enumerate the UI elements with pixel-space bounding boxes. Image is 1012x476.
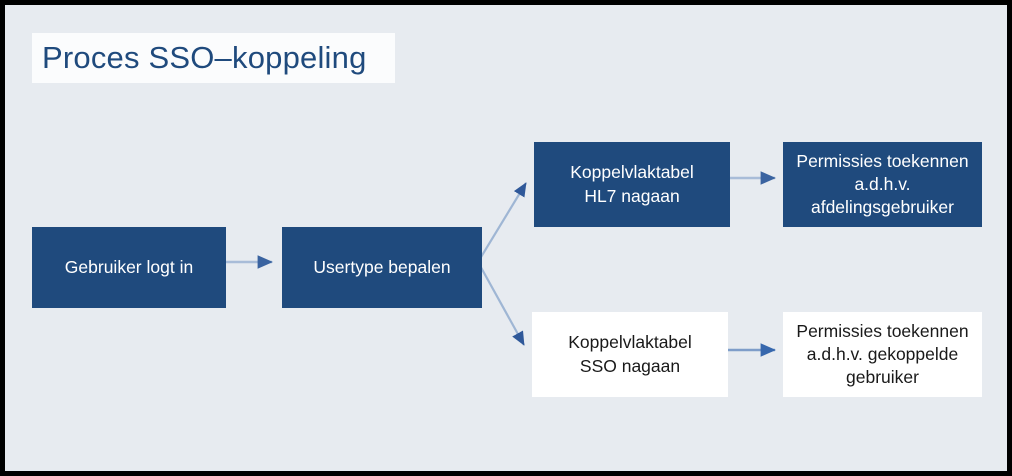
page-title: Proces SSO–koppeling <box>42 40 367 75</box>
edge-usertype-to-hl7 <box>477 182 527 263</box>
node-permissies-toekennen-gekoppelde-gebruiker[interactable]: Permissies toekennen a.d.h.v. gekoppelde… <box>783 312 982 397</box>
node-usertype-bepalen[interactable]: Usertype bepalen <box>282 227 482 308</box>
node-koppelvlaktabel-hl7-nagaan[interactable]: Koppelvlaktabel HL7 nagaan <box>534 142 730 227</box>
node-label: Koppelvlaktabel SSO nagaan <box>568 332 692 376</box>
title-plate <box>32 33 395 83</box>
node-permissies-toekennen-afdelingsgebruiker[interactable]: Permissies toekennen a.d.h.v. afdelingsg… <box>783 142 982 227</box>
node-label: Permissies toekennen a.d.h.v. afdelingsg… <box>796 150 969 218</box>
node-label: Koppelvlaktabel HL7 nagaan <box>570 162 694 206</box>
node-label: Usertype bepalen <box>313 256 451 277</box>
node-label: Permissies toekennen a.d.h.v. gekoppelde… <box>796 320 969 388</box>
node-label: Gebruiker logt in <box>64 256 194 277</box>
node-gebruiker-logt-in[interactable]: Gebruiker logt in <box>32 227 226 308</box>
node-koppelvlaktabel-sso-nagaan[interactable]: Koppelvlaktabel SSO nagaan <box>532 312 728 397</box>
edge-usertype-to-sso <box>477 261 525 346</box>
